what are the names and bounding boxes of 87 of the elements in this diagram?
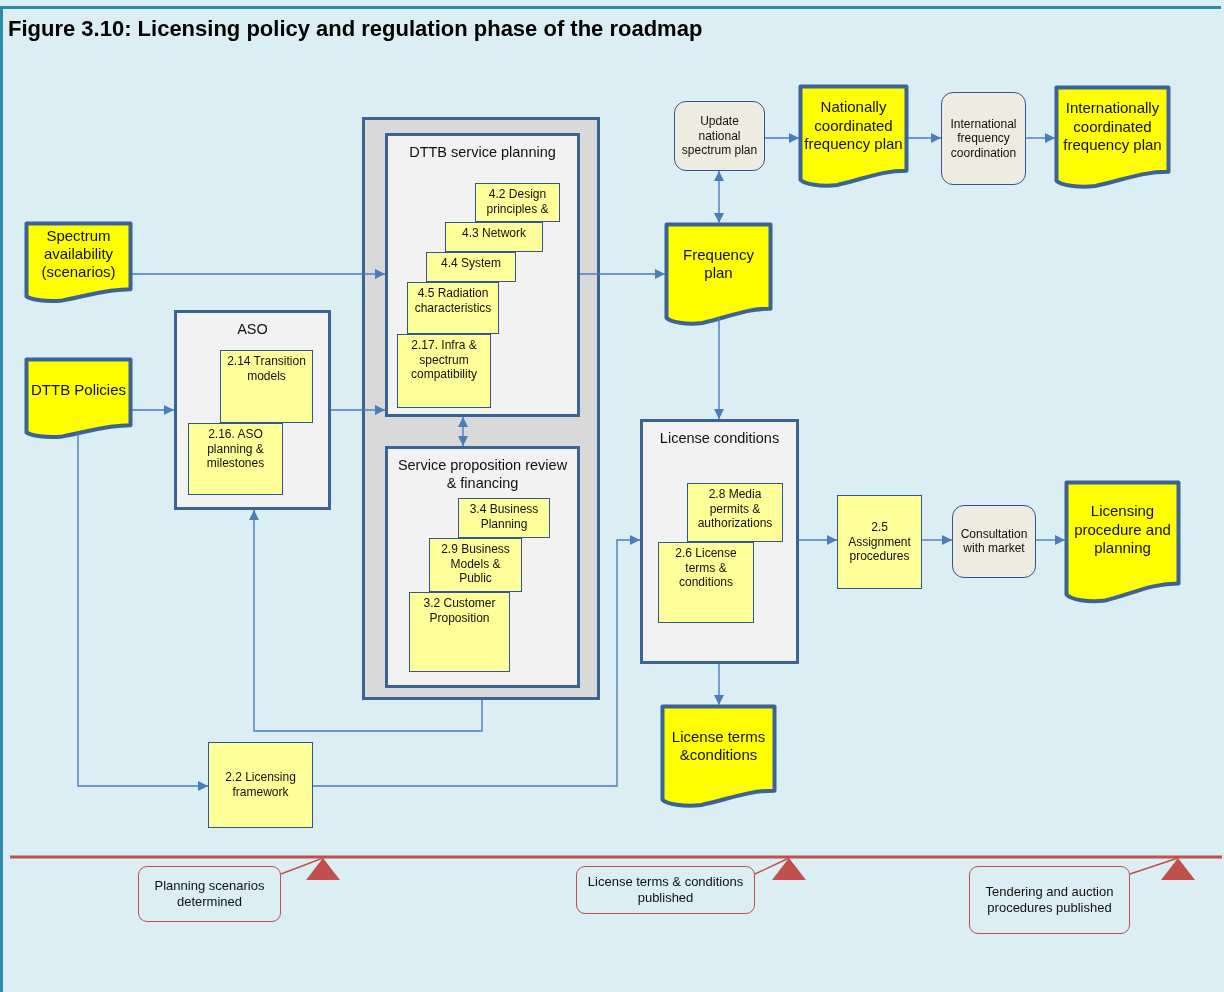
arrow bbox=[907, 133, 942, 143]
node-label: License terms &conditions bbox=[670, 726, 767, 765]
panel-heading: DTTB service planning bbox=[408, 144, 557, 162]
arrow bbox=[714, 663, 724, 706]
node-label: 2.16. ASO planning & milestones bbox=[205, 427, 266, 471]
node-label: 4.5 Radiation characteristics bbox=[413, 286, 493, 316]
arrow bbox=[798, 535, 838, 545]
leader-line bbox=[754, 857, 790, 875]
document-shape bbox=[1065, 481, 1180, 603]
arrow bbox=[131, 269, 386, 279]
process-box bbox=[674, 101, 765, 171]
panel-heading: ASO bbox=[236, 321, 269, 339]
milestone-callout bbox=[138, 866, 281, 922]
milestone-callout bbox=[969, 866, 1130, 934]
milestone-triangle bbox=[1161, 858, 1195, 880]
document-shape bbox=[25, 222, 132, 302]
task-card bbox=[188, 423, 283, 495]
arrow bbox=[312, 535, 641, 787]
node-label: Planning scenarios determined bbox=[153, 878, 266, 910]
task-card bbox=[658, 542, 754, 623]
node-label: Spectrum availability (scenarios) bbox=[40, 225, 117, 283]
node-label: 4.4 System bbox=[440, 256, 502, 271]
arrow bbox=[579, 269, 666, 279]
node-label: 2.8 Media permits & authorizations bbox=[696, 487, 774, 531]
group-panel bbox=[640, 419, 799, 664]
node-label: 3.4 Business Planning bbox=[468, 502, 540, 532]
node-label: License terms & conditions published bbox=[586, 874, 745, 906]
phase-container bbox=[362, 117, 600, 700]
arrow bbox=[764, 133, 800, 143]
node-label: International frequency coordination bbox=[949, 116, 1018, 161]
arrow bbox=[1035, 535, 1066, 545]
node-label: 3.2 Customer Proposition bbox=[422, 596, 497, 626]
panel-heading: Service proposition review & financing bbox=[396, 457, 569, 493]
arrow bbox=[77, 431, 209, 791]
task-card bbox=[220, 350, 313, 423]
node-label: 4.3 Network bbox=[461, 226, 527, 241]
task-card bbox=[458, 498, 550, 538]
arrow bbox=[249, 509, 483, 732]
node-label: 2.17. Infra & spectrum compatibility bbox=[410, 338, 478, 382]
leader-line bbox=[280, 857, 324, 875]
document-shape bbox=[799, 85, 908, 187]
milestone-triangle bbox=[772, 858, 806, 880]
arrow bbox=[714, 317, 724, 420]
node-label: 4.2 Design principles & bbox=[485, 187, 550, 217]
process-box bbox=[952, 505, 1036, 578]
arrow bbox=[1025, 133, 1056, 143]
task-card bbox=[407, 282, 499, 334]
task-card bbox=[445, 222, 543, 252]
figure-title: Figure 3.10: Licensing policy and regulation phase of the roadmap bbox=[8, 16, 703, 42]
milestone-callout bbox=[576, 866, 755, 914]
node-label: 2.5 Assignment procedures bbox=[847, 520, 912, 564]
task-card bbox=[397, 334, 491, 408]
document-shape bbox=[1055, 86, 1170, 188]
node-label: Frequency plan bbox=[682, 244, 755, 283]
task-card bbox=[475, 183, 560, 222]
group-panel bbox=[385, 446, 580, 688]
document-shape bbox=[25, 358, 132, 438]
group-panel bbox=[385, 133, 580, 417]
arrow bbox=[458, 416, 468, 447]
task-card bbox=[426, 252, 516, 282]
milestone-triangle bbox=[306, 858, 340, 880]
node-label: 2.9 Business Models & Public bbox=[440, 542, 511, 586]
node-label: Tendering and auction procedures published bbox=[984, 884, 1115, 916]
node-label: Update national spectrum plan bbox=[680, 114, 759, 158]
group-panel bbox=[174, 310, 331, 510]
node-label: 2.2 Licensing framework bbox=[224, 770, 297, 800]
node-label: Internationally coordinated frequency plan bbox=[1062, 98, 1163, 155]
arrow bbox=[330, 405, 386, 415]
document-shape bbox=[665, 223, 772, 325]
node-label: 2.6 License terms & conditions bbox=[674, 546, 738, 590]
task-card bbox=[837, 495, 922, 589]
arrow bbox=[921, 535, 953, 545]
document-shape bbox=[661, 705, 776, 807]
arrow bbox=[131, 405, 175, 415]
arrow bbox=[714, 170, 724, 224]
panel-heading: License conditions bbox=[658, 430, 781, 448]
task-card bbox=[208, 742, 313, 828]
task-card bbox=[409, 592, 510, 672]
node-label: Consultation with market bbox=[959, 526, 1029, 557]
node-label: Nationally coordinated frequency plan bbox=[803, 97, 904, 154]
leader-line bbox=[1129, 857, 1179, 875]
process-box bbox=[941, 92, 1026, 185]
node-label: 2.14 Transition models bbox=[226, 354, 307, 384]
node-label: Licensing procedure and planning bbox=[1073, 501, 1172, 558]
task-card bbox=[429, 538, 522, 592]
node-label: DTTB Policies bbox=[30, 379, 127, 400]
task-card bbox=[687, 483, 783, 542]
